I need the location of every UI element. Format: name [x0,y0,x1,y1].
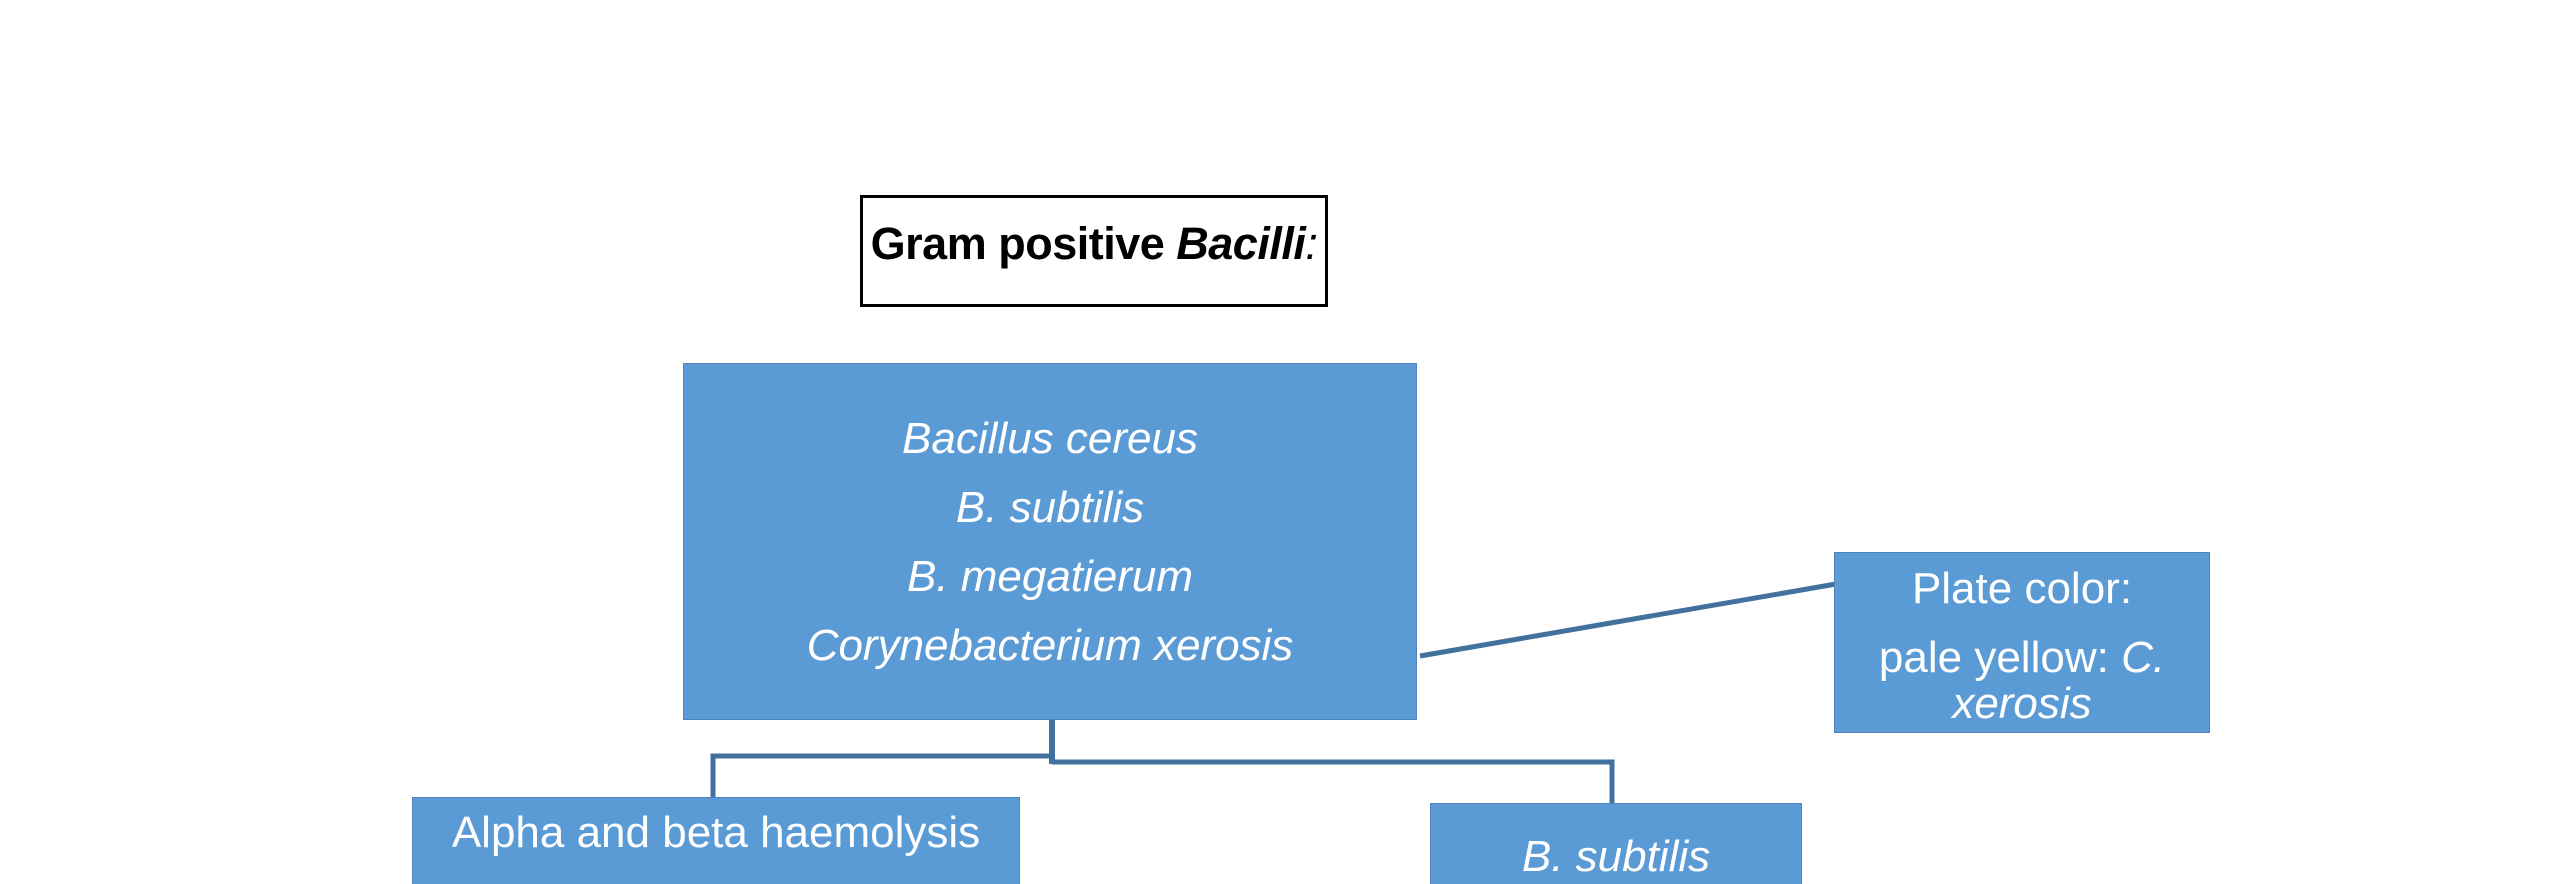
plate-color-species-abbrev: C. [2121,633,2166,682]
title-box: Gram positive Bacilli: [860,195,1328,307]
organism-line: B. subtilis [955,482,1145,532]
title-text-colon: : [1305,218,1318,269]
organism-list-box: Bacillus cereus B. subtilis B. megatieru… [683,363,1417,720]
plate-color-detail-line2: xerosis [1952,679,2092,728]
haemolysis-box: Alpha and beta haemolysis [412,797,1020,884]
plate-color-detail-line1: pale yellow: C. [1835,635,2209,681]
organism-line: B. megatierum [906,551,1194,601]
subtilis-label: B. subtilis [1521,832,1711,881]
organism-line: Corynebacterium xerosis [806,620,1294,670]
title-text-species: Bacilli [1176,218,1306,269]
plate-color-heading: Plate color: [1911,564,2133,613]
haemolysis-label: Alpha and beta haemolysis [451,808,981,857]
subtilis-box: B. subtilis [1430,803,1802,884]
plate-color-detail-prefix: pale yellow: [1878,633,2122,682]
title-text-regular: Gram positive [870,218,1177,269]
organism-line: Bacillus cereus [902,413,1198,463]
left-branch-connector [710,753,1052,797]
plate-color-box: Plate color: pale yellow: C. xerosis [1834,552,2210,733]
callout-connector-line [1419,581,1837,659]
